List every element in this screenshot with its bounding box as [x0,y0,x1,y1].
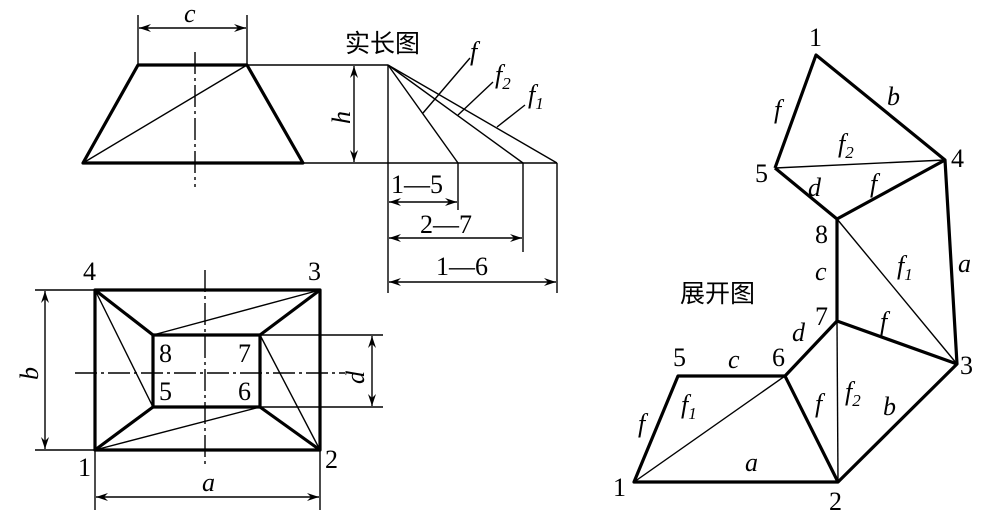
edge-label-a: a [745,448,758,477]
diag-16 [94,406,261,451]
front-view: c h [81,0,557,187]
edge-label-d: d [808,173,822,202]
leader-f2 [457,81,494,116]
label-f1: f1 [528,80,544,113]
true-length-f [387,64,459,164]
true-length-f2 [387,64,524,164]
edge-label-f1: f1 [681,390,697,423]
point-5-top: 5 [755,159,768,188]
corner-5: 5 [159,377,172,406]
true-length-f1 [387,64,558,164]
corner-7: 7 [238,339,251,368]
point-4: 4 [951,144,964,173]
corner-1: 1 [78,453,91,482]
edge-62 [783,375,840,483]
true-length-title: 实长图 [345,29,420,58]
leader-f1 [496,104,526,128]
corner-8: 8 [159,339,172,368]
point-5-bottom: 5 [673,343,686,372]
edge-label-b: b [883,392,896,421]
corner-4: 4 [83,257,96,286]
label-f: f [470,37,481,66]
edge-label-f: f [815,389,826,418]
edge-label-c: c [728,345,740,374]
edge-73 [836,319,958,366]
point-2: 2 [829,487,842,516]
diag-27 [259,334,321,451]
edge-15 [94,405,154,452]
edge-label-d: d [792,318,806,347]
diag-45 [94,289,154,408]
dim-a-label: a [202,468,215,497]
true-length-diagram: 实长图 1—5 2—7 1—6 f f2 f1 [345,29,558,293]
edge-label-f: f [774,95,785,124]
point-1-top: 1 [809,23,822,52]
point-1-bottom: 1 [613,473,626,502]
dim-16-label: 1—6 [436,252,488,281]
label-f2: f2 [495,60,511,93]
dim-h-label: h [327,111,356,124]
leader-f [422,57,471,114]
edge-label-a: a [958,249,971,278]
edge-label-f2: f2 [838,129,854,162]
outer-rectangle [93,288,322,452]
dim-b-label: b [15,367,44,380]
corner-2: 2 [325,445,338,474]
point-6: 6 [772,343,785,372]
fold-83 [836,218,958,365]
edge-label-f2: f2 [845,377,861,410]
diag-38 [152,289,321,336]
fold-54 [774,159,946,169]
frustum-outline [81,63,305,165]
edge-label-f: f [870,169,881,198]
point-7: 7 [815,302,828,331]
edge-label-b: b [887,82,900,111]
corner-3: 3 [308,257,321,286]
point-3: 3 [960,351,973,380]
development-pattern: 展开图 1 4 5 8 7 3 6 5 1 2 f b f2 d f c f1 … [613,23,973,516]
fold-16 [633,375,786,483]
dim-c-label: c [184,0,196,28]
edge-label-f: f [638,409,649,438]
corner-6: 6 [238,377,251,406]
inner-rectangle [151,333,262,409]
development-title: 展开图 [680,279,755,308]
edge-37 [259,288,321,337]
edge-label-f: f [880,307,891,336]
edge-label-f1: f1 [897,251,913,284]
dim-d-label: d [341,370,370,384]
edge-26 [259,405,321,452]
point-8: 8 [815,220,828,249]
plan-view: b d a 4 3 1 2 8 7 5 6 [15,257,383,510]
front-diagonal [82,64,248,164]
edge-84 [836,158,946,221]
edge-48 [94,288,154,337]
edge-label-c: c [815,257,827,286]
fold-72 [836,320,839,483]
dim-27-label: 2—7 [420,210,472,239]
dim-15-label: 1—5 [391,170,443,199]
